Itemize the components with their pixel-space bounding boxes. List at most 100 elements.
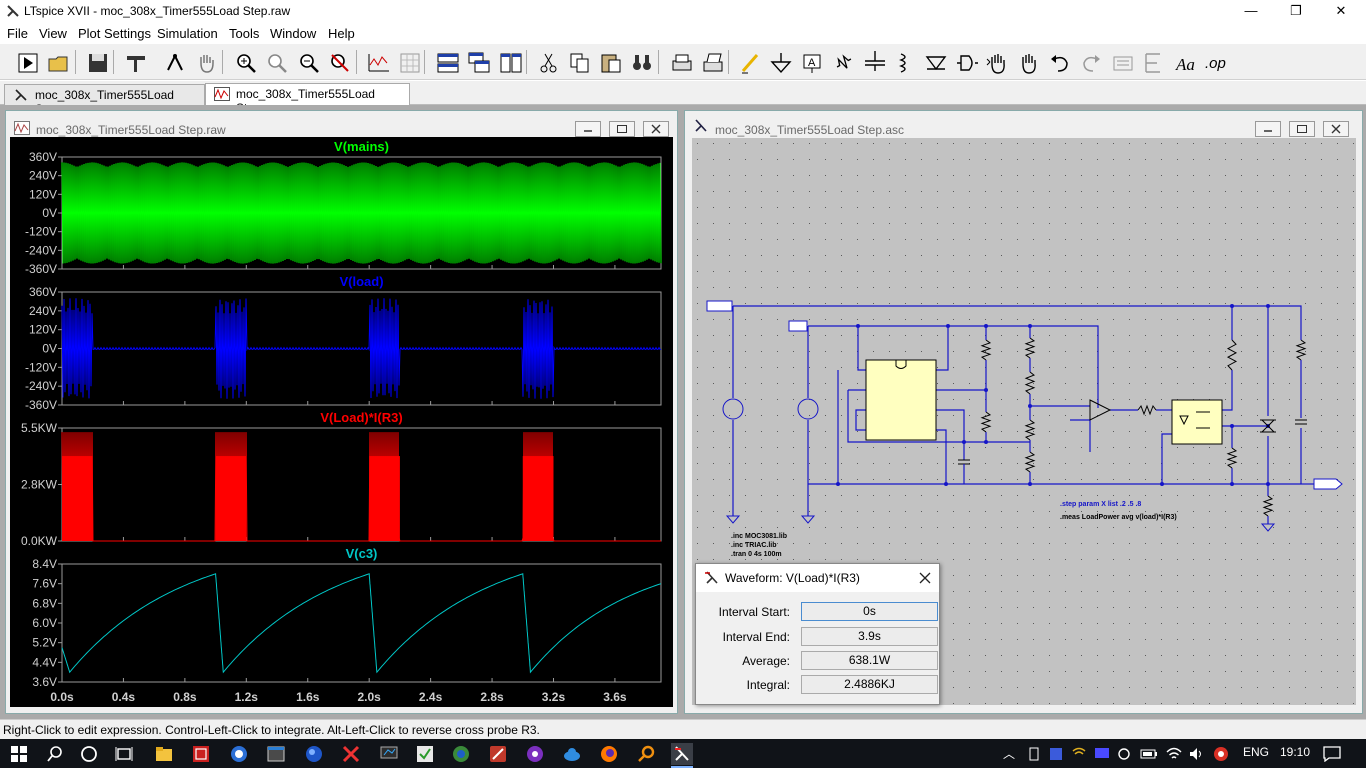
- wifi-icon[interactable]: [1165, 743, 1183, 765]
- wire[interactable]: [1222, 370, 1233, 411]
- waveform-trace[interactable]: [61, 432, 661, 542]
- open-button[interactable]: [45, 49, 72, 76]
- tray-app-icon[interactable]: [1047, 743, 1065, 765]
- label-net-button[interactable]: A: [798, 49, 825, 76]
- move-button[interactable]: [984, 49, 1011, 76]
- tray-device-icon[interactable]: [1026, 743, 1042, 765]
- opamp-symbol[interactable]: [1089, 399, 1112, 421]
- wire[interactable]: [733, 305, 1302, 340]
- app-key-icon[interactable]: [635, 743, 657, 765]
- menu-help[interactable]: Help: [328, 26, 355, 41]
- wire[interactable]: [1161, 433, 1172, 484]
- app-purple-icon[interactable]: [524, 743, 546, 765]
- close-button[interactable]: ✕: [1335, 3, 1347, 18]
- app-pen-icon[interactable]: [487, 743, 509, 765]
- chrome-tray-icon[interactable]: [1212, 743, 1230, 765]
- moc3081-ic[interactable]: [1171, 399, 1223, 445]
- spice-include[interactable]: .inc TRIAC.lib: [731, 542, 777, 549]
- undo-button[interactable]: [1046, 49, 1073, 76]
- net-label-flag[interactable]: [706, 300, 733, 312]
- waveform-close-button[interactable]: [643, 121, 669, 137]
- menu-window[interactable]: Window: [270, 26, 317, 41]
- tray-sync-icon[interactable]: [1115, 743, 1133, 765]
- tray-chevron-icon[interactable]: ︿: [1003, 747, 1016, 761]
- tile-horizontal-button[interactable]: [434, 49, 461, 76]
- tab-waveform[interactable]: moc_308x_Timer555Load Step.raw: [205, 83, 410, 115]
- wire[interactable]: [855, 409, 866, 431]
- redo-button[interactable]: [1077, 49, 1104, 76]
- app-check-icon[interactable]: [414, 743, 436, 765]
- pan-hand-button[interactable]: [193, 49, 220, 76]
- copy-button[interactable]: [566, 49, 593, 76]
- volume-icon[interactable]: [1188, 743, 1206, 765]
- voltage-source-symbol[interactable]: [722, 398, 744, 420]
- tile-vertical-button[interactable]: [497, 49, 524, 76]
- schematic-maximize-button[interactable]: [1289, 121, 1315, 137]
- control-panel-button[interactable]: [122, 49, 149, 76]
- resistor-symbol[interactable]: [1024, 371, 1036, 395]
- net-label-flag[interactable]: [1313, 478, 1343, 490]
- plot-title[interactable]: V(Load)*I(R3): [320, 410, 402, 425]
- ground-button[interactable]: [767, 49, 794, 76]
- app-cloud-icon[interactable]: [561, 743, 583, 765]
- tab-schematic[interactable]: moc_308x_Timer555Load Step.asc: [4, 84, 205, 116]
- diode-button[interactable]: [922, 49, 949, 76]
- text-button[interactable]: Aa: [1172, 49, 1199, 76]
- plot-title[interactable]: V(mains): [334, 139, 389, 154]
- wire[interactable]: [1070, 419, 1091, 452]
- zoom-out-button[interactable]: [295, 49, 322, 76]
- waveform-trace[interactable]: [61, 298, 661, 399]
- resistor-symbol[interactable]: [1226, 447, 1238, 469]
- autorange-button[interactable]: [365, 49, 392, 76]
- resistor-symbol[interactable]: [980, 339, 992, 361]
- component-button[interactable]: [953, 49, 980, 76]
- minimize-button[interactable]: —: [1244, 3, 1258, 18]
- net-label-flag[interactable]: [788, 320, 808, 332]
- menu-file[interactable]: File: [7, 26, 28, 41]
- draw-wire-button[interactable]: [737, 49, 764, 76]
- resistor-symbol[interactable]: [1137, 404, 1157, 416]
- cut-button[interactable]: [535, 49, 562, 76]
- resistor-symbol[interactable]: [1262, 495, 1274, 517]
- interval-start-field[interactable]: 0s: [801, 602, 938, 621]
- wire[interactable]: [847, 390, 1030, 443]
- spice-include[interactable]: .tran 0 4s 100m: [731, 551, 782, 558]
- print-setup-button[interactable]: [699, 49, 726, 76]
- halt-button[interactable]: [161, 49, 188, 76]
- waveform-plots-svg[interactable]: V(mains)360V240V120V0V-120V-240V-360VV(l…: [10, 137, 673, 707]
- rotate-button[interactable]: [1109, 49, 1136, 76]
- tray-chat-icon[interactable]: [1093, 743, 1111, 765]
- capacitor-button[interactable]: [861, 49, 888, 76]
- dialog-close-icon[interactable]: [919, 572, 931, 584]
- resistor-symbol[interactable]: [1226, 339, 1238, 371]
- waveform-trace[interactable]: [61, 573, 662, 674]
- task-view-icon[interactable]: [113, 743, 135, 765]
- run-button[interactable]: [14, 49, 41, 76]
- app-globe-icon[interactable]: [228, 743, 250, 765]
- plot-title[interactable]: V(load): [339, 274, 383, 289]
- zoom-full-button[interactable]: [263, 49, 290, 76]
- plot-title[interactable]: V(c3): [346, 546, 378, 561]
- wire[interactable]: [936, 429, 947, 484]
- interval-end-field[interactable]: 3.9s: [801, 627, 938, 646]
- inductor-button[interactable]: [891, 49, 918, 76]
- firefox-icon[interactable]: [598, 743, 620, 765]
- menu-tools[interactable]: Tools: [229, 26, 260, 41]
- spice-directive[interactable]: .step param X list .2 .5 .8: [1060, 501, 1141, 508]
- restore-button[interactable]: ❐: [1290, 3, 1302, 18]
- ne555-ic[interactable]: [865, 359, 937, 441]
- schematic-close-button[interactable]: [1323, 121, 1349, 137]
- app-window-icon[interactable]: [265, 743, 287, 765]
- wire[interactable]: [936, 326, 949, 371]
- menu-view[interactable]: View: [39, 26, 67, 41]
- resistor-button[interactable]: [830, 49, 857, 76]
- zoom-in-button[interactable]: [232, 49, 259, 76]
- grid-button[interactable]: [396, 49, 423, 76]
- zoom-cancel-button[interactable]: [326, 49, 353, 76]
- file-explorer-icon[interactable]: [153, 743, 175, 765]
- find-button[interactable]: [628, 49, 655, 76]
- notifications-icon[interactable]: [1322, 743, 1342, 765]
- spice-include[interactable]: .inc MOC3081.lib: [731, 533, 787, 540]
- resistor-symbol[interactable]: [980, 411, 992, 433]
